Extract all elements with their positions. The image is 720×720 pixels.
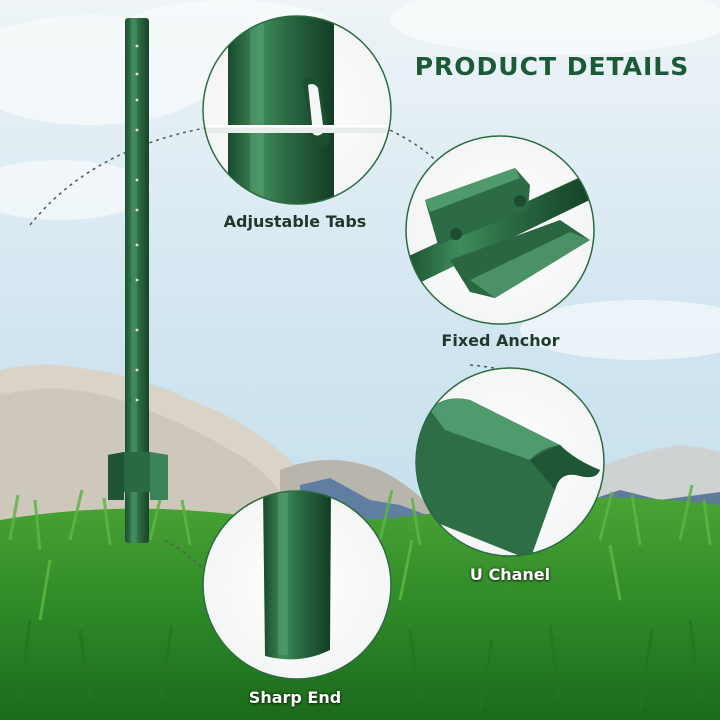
fence-post: [108, 18, 168, 543]
adjustable-tab-detail: [202, 15, 392, 205]
feature-label-u-channel: U Chanel: [469, 565, 551, 584]
feature-label-adjustable-tabs: Adjustable Tabs: [223, 212, 367, 231]
u-channel-detail: [415, 367, 605, 557]
sharp-end-detail: [202, 490, 392, 680]
feature-label-fixed-anchor: Fixed Anchor: [441, 331, 560, 350]
fixed-anchor-detail: [405, 135, 595, 325]
page-title: PRODUCT DETAILS: [414, 52, 690, 81]
connector-lines: [29, 127, 561, 591]
feature-label-sharp-end: Sharp End: [248, 688, 342, 707]
